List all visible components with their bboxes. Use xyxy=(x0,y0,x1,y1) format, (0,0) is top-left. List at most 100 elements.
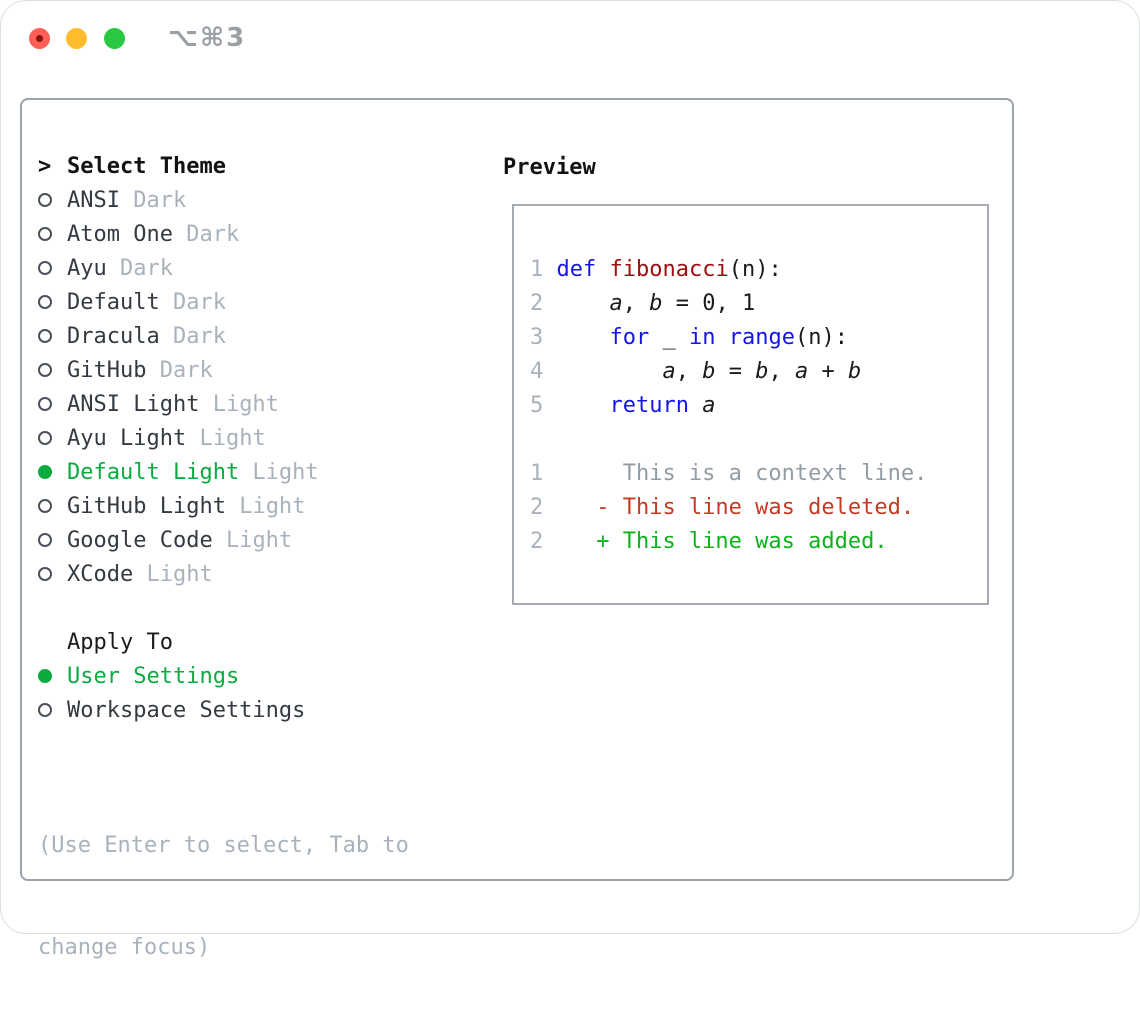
theme-option-label: Default Light xyxy=(67,459,240,485)
code-segment: in xyxy=(688,325,716,350)
apply-option-label: User Settings xyxy=(67,663,240,689)
radio-icon xyxy=(38,703,52,717)
line-number: 1 xyxy=(530,461,544,486)
line-number: 2 xyxy=(530,529,544,554)
theme-option-ayu-light[interactable]: Ayu Light Light xyxy=(38,421,409,455)
close-button[interactable] xyxy=(29,28,50,49)
code-segment: for xyxy=(609,325,650,350)
line-number: 2 xyxy=(530,495,544,520)
theme-option-label: Default xyxy=(67,289,160,315)
code-segment: b xyxy=(649,291,663,316)
theme-option-ansi[interactable]: ANSI Dark xyxy=(38,183,409,217)
theme-list-header: > Select Theme xyxy=(38,149,409,183)
code-segment xyxy=(556,393,609,418)
line-number: 1 xyxy=(530,257,544,282)
code-segment xyxy=(556,325,609,350)
code-segment: range xyxy=(728,325,795,350)
theme-option-label: Dracula xyxy=(67,323,160,349)
theme-option-label: ANSI Light xyxy=(67,391,200,417)
radio-icon xyxy=(38,397,52,411)
apply-option-label: Workspace Settings xyxy=(67,697,306,723)
code-segment: , xyxy=(768,359,795,384)
theme-option-label: Atom One xyxy=(67,221,173,247)
theme-option-xcode[interactable]: XCode Light xyxy=(38,557,409,591)
theme-option-dracula[interactable]: Dracula Dark xyxy=(38,319,409,353)
theme-variant-badge: Dark xyxy=(172,221,240,247)
line-number: 2 xyxy=(530,291,544,316)
code-segment: b xyxy=(702,359,716,384)
code-segment: def xyxy=(556,257,597,282)
theme-option-atom-one[interactable]: Atom One Dark xyxy=(38,217,409,251)
theme-option-label: GitHub xyxy=(67,357,147,383)
window-shortcut-label: ⌥⌘3 xyxy=(168,23,247,53)
code-segment xyxy=(556,359,662,384)
theme-variant-badge: Light xyxy=(225,493,306,519)
theme-option-label: Google Code xyxy=(67,527,213,553)
code-line: 2 a, b = 0, 1 xyxy=(530,287,987,321)
theme-option-label: GitHub Light xyxy=(67,493,226,519)
radio-icon xyxy=(38,431,52,445)
code-segment: return xyxy=(609,393,689,418)
code-segment: b xyxy=(755,359,769,384)
theme-option-label: ANSI xyxy=(67,187,120,213)
theme-option-ayu[interactable]: Ayu Dark xyxy=(38,251,409,285)
minimize-button[interactable] xyxy=(66,28,87,49)
theme-option-default-light[interactable]: Default Light Light xyxy=(38,455,409,489)
code-segment: a xyxy=(609,291,623,316)
theme-option-default[interactable]: Default Dark xyxy=(38,285,409,319)
theme-option-label: Ayu xyxy=(67,255,107,281)
theme-option-github[interactable]: GitHub Dark xyxy=(38,353,409,387)
code-segment: a xyxy=(794,359,809,384)
apply-to-header: Apply To xyxy=(38,625,409,659)
theme-variant-badge: Light xyxy=(239,459,319,485)
code-segment: = 0, 1 xyxy=(662,291,756,316)
code-line: 5 return a xyxy=(530,389,987,423)
code-segment: (n): xyxy=(794,325,848,350)
radio-icon xyxy=(38,329,52,343)
code-segment: , xyxy=(622,291,650,316)
apply-option-workspace-settings[interactable]: Workspace Settings xyxy=(38,693,409,727)
theme-option-google-code[interactable]: Google Code Light xyxy=(38,523,409,557)
theme-variant-badge: Dark xyxy=(159,289,226,315)
code-line: 4 a, b = b, a + b xyxy=(530,355,987,389)
help-line-2: change focus) xyxy=(38,935,211,960)
code-segment: = xyxy=(715,359,756,384)
code-segment: _ xyxy=(649,325,689,350)
code-segment: + This line was added. xyxy=(556,529,888,554)
code-segment: a xyxy=(662,359,676,384)
theme-variant-badge: Dark xyxy=(159,323,226,349)
code-segment: , xyxy=(675,359,703,384)
theme-variant-badge: Light xyxy=(212,527,293,553)
code-line xyxy=(530,423,987,457)
theme-option-github-light[interactable]: GitHub Light Light xyxy=(38,489,409,523)
theme-option-label: Ayu Light xyxy=(67,425,187,451)
radio-icon xyxy=(38,295,52,309)
code-line: 2 - This line was deleted. xyxy=(530,491,987,525)
code-segment xyxy=(715,325,728,350)
preview-title: Preview xyxy=(503,155,596,180)
theme-variant-badge: Dark xyxy=(106,255,173,281)
radio-icon xyxy=(38,227,52,241)
radio-icon xyxy=(38,193,52,207)
line-number: 5 xyxy=(530,393,544,418)
radio-icon xyxy=(38,499,52,513)
theme-option-ansi-light[interactable]: ANSI Light Light xyxy=(38,387,409,421)
code-line: 1 This is a context line. xyxy=(530,457,987,491)
apply-option-user-settings[interactable]: User Settings xyxy=(38,659,409,693)
theme-variant-badge: Light xyxy=(186,425,266,451)
code-segment: fibonacci xyxy=(609,257,729,282)
code-line: 1 def fibonacci(n): xyxy=(530,253,987,287)
theme-variant-badge: Light xyxy=(199,391,279,417)
radio-icon xyxy=(38,261,52,275)
code-segment: b xyxy=(847,359,862,384)
theme-variant-badge: Light xyxy=(133,561,213,587)
theme-option-label: XCode xyxy=(67,561,134,587)
radio-selected-icon xyxy=(38,669,52,683)
code-line: 2 + This line was added. xyxy=(530,525,987,559)
zoom-button[interactable] xyxy=(104,28,125,49)
code-segment: (n): xyxy=(728,257,782,282)
